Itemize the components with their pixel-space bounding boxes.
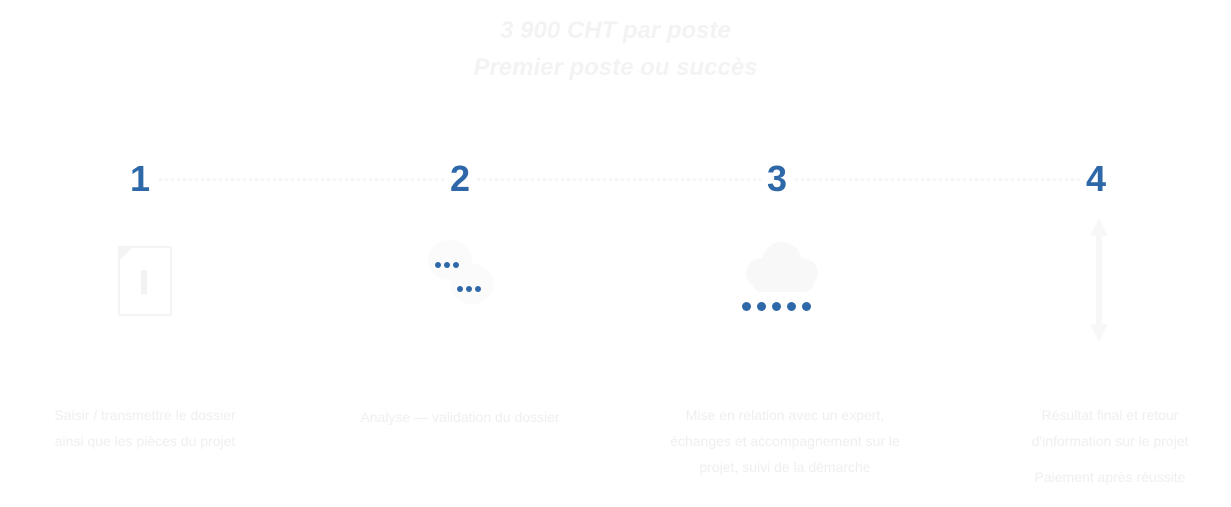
step-number: 3 [632,158,922,200]
step-description-line: Résultat final et retour [1041,407,1179,423]
step-description: Mise en relation avec un expert, échange… [640,402,930,480]
step-description-line: projet, suivi de la démarche [699,459,871,475]
step-1: 1 Saisir / transmettre le dossier ainsi … [0,0,290,507]
step-description: Résultat final et retour d'information s… [965,402,1231,490]
step-description-line: Saisir / transmettre le dossier [54,407,236,423]
header-line-1: 3 900 CHT par poste [500,17,731,44]
chat-bubbles-icon [428,240,498,310]
step-description-line: d'information sur le projet [1031,433,1189,449]
header-line-2: Premier poste ou succès [473,54,758,81]
step-description-line: échanges et accompagnement sur le [670,433,900,449]
document-download-icon [118,246,172,316]
step-3: 3 Mise en relation avec un expert, échan… [635,0,925,507]
header: 3 900 CHT par poste Premier poste ou suc… [0,12,1231,86]
step-description-line: Analyse — validation du dossier [360,409,560,425]
step-description: Analyse — validation du dossier [315,404,605,430]
up-down-arrow-icon [1090,218,1108,342]
step-description-line: Mise en relation avec un expert, [685,407,885,423]
step-description-line: ainsi que les pièces du projet [54,433,236,449]
cloud-dots-icon [740,236,824,316]
step-number: 4 [951,158,1231,200]
step-description-line: Paiement après réussite [1034,469,1186,485]
step-description-line [965,454,1231,464]
step-2: 2 Analyse — validation du dossier [315,0,605,507]
step-4: 4 Résultat final et retour d'information… [950,0,1231,507]
step-connector-line [140,178,1100,181]
step-number: 2 [315,158,605,200]
step-description: Saisir / transmettre le dossier ainsi qu… [0,402,290,454]
step-number: 1 [0,158,285,200]
